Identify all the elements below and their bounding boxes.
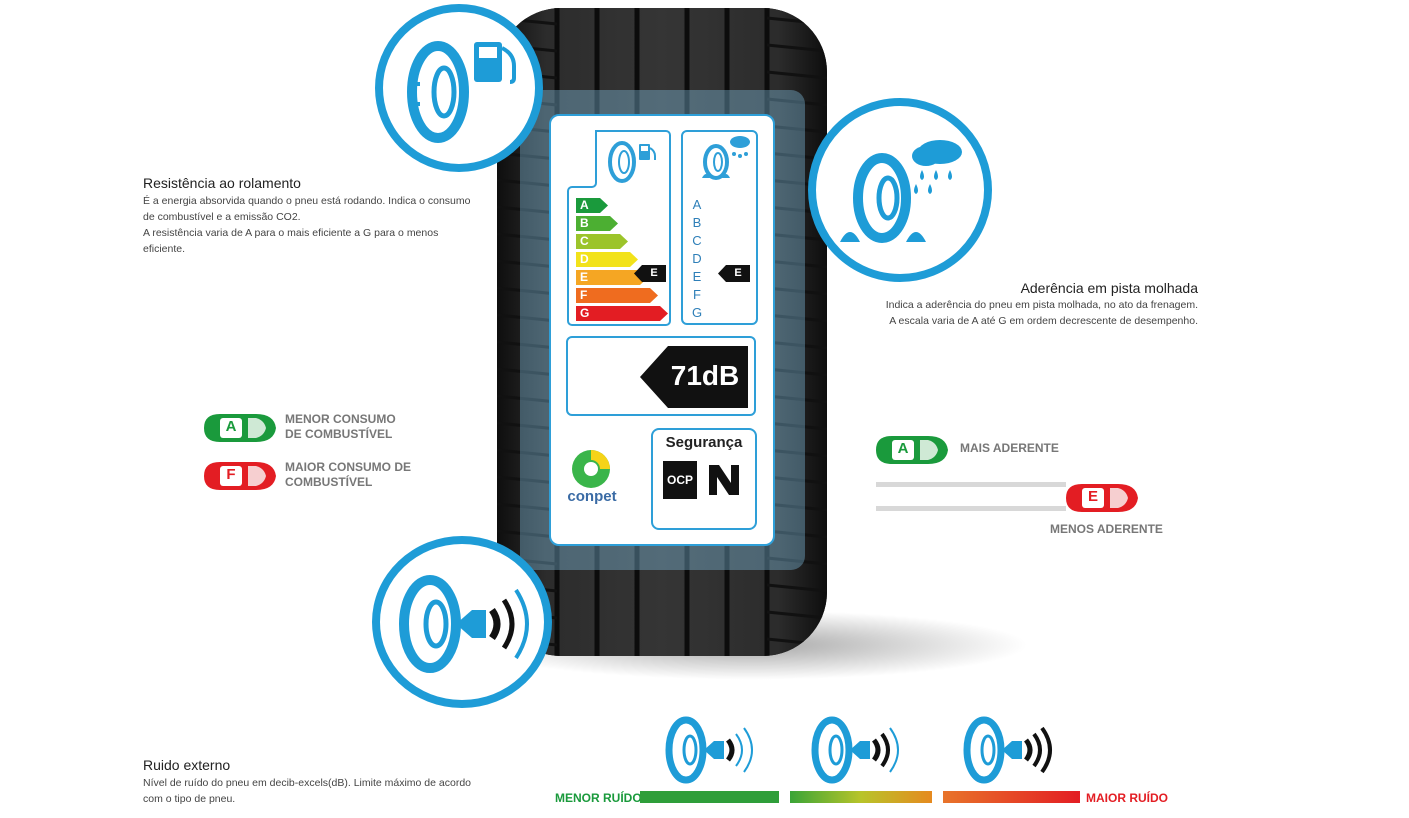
green-car-icon bbox=[204, 414, 276, 442]
fuel-legend-best-line-2: DE COMBUSTÍVEL bbox=[285, 427, 393, 441]
wet-panel-frame bbox=[681, 130, 758, 325]
noise-level-3-icon bbox=[963, 716, 1052, 784]
noise-tire-sound-icon bbox=[399, 575, 529, 673]
grip-track-line-bottom bbox=[876, 506, 1066, 511]
fuel-legend-worst-line-2: COMBUSTÍVEL bbox=[285, 475, 373, 489]
noise-bar-low bbox=[640, 791, 779, 803]
fuel-class-marker bbox=[634, 265, 666, 282]
noise-title: Ruido externo bbox=[143, 757, 231, 773]
wet-title: Aderência em pista molhada bbox=[1020, 280, 1198, 296]
fuel-grade-bar bbox=[576, 306, 668, 321]
fuel-grade-bar bbox=[576, 198, 608, 213]
grip-legend-worst: MENOS ADERENTE bbox=[1050, 522, 1163, 536]
noise-bar-high bbox=[943, 791, 1080, 803]
wet-grade-a: A bbox=[692, 197, 702, 212]
fuel-legend-worst-line-1: MAIOR CONSUMO DE bbox=[285, 460, 411, 474]
fuel-grade-bar bbox=[576, 216, 618, 231]
red-car-letter: F bbox=[226, 466, 236, 483]
wet-grade-c: C bbox=[692, 233, 702, 248]
noise-marker bbox=[640, 346, 748, 408]
seguranca-box bbox=[651, 428, 757, 530]
wet-line-1: Indica a aderência do pneu em pista molh… bbox=[885, 299, 1198, 311]
rolling-line-4: eficiente. bbox=[143, 243, 186, 255]
fuel-panel-frame bbox=[567, 130, 671, 326]
green-car-letter: A bbox=[225, 418, 237, 435]
fuel-legend-best: MENOR CONSUMO DE COMBUSTÍVEL bbox=[285, 412, 396, 442]
wet-class-value: E bbox=[734, 267, 742, 279]
fuel-grade-letter: A bbox=[580, 198, 589, 212]
fuel-legend-best-line-1: MENOR CONSUMO bbox=[285, 412, 396, 426]
rolling-title: Resistência ao rolamento bbox=[143, 175, 301, 191]
fuel-tire-pump-icon bbox=[608, 141, 656, 183]
fuel-legend-worst: MAIOR CONSUMO DE COMBUSTÍVEL bbox=[285, 460, 411, 490]
noise-level-1-icon bbox=[665, 716, 753, 784]
wet-grade-f: F bbox=[693, 287, 701, 302]
wet-grade-d: D bbox=[692, 251, 702, 266]
grip-green-car-letter: A bbox=[897, 440, 909, 457]
rolling-line-1: É a energia absorvida quando o pneu está… bbox=[143, 195, 471, 207]
fuel-grade-letter: B bbox=[580, 216, 589, 230]
fuel-grade-bar bbox=[576, 288, 658, 303]
grip-track-line-top bbox=[876, 482, 1066, 487]
grip-red-car-icon bbox=[1066, 484, 1138, 512]
noise-low-label: MENOR RUÍDO bbox=[555, 791, 642, 805]
noise-line-2: com o tipo de pneu. bbox=[143, 793, 236, 805]
noise-high-label: MAIOR RUÍDO bbox=[1086, 791, 1168, 805]
grip-red-car-letter: E bbox=[1087, 488, 1098, 505]
fuel-grade-letter: C bbox=[580, 234, 589, 248]
ocp-logo: OCP bbox=[663, 461, 697, 499]
fuel-grade-letter: D bbox=[580, 252, 589, 266]
wet-description: Indica a aderência do pneu em pista molh… bbox=[840, 297, 1198, 329]
wet-line-2: A escala varia de A até G em ordem decre… bbox=[889, 315, 1198, 327]
seguranca-title: Segurança bbox=[665, 434, 743, 451]
fuel-grade-letter: G bbox=[580, 306, 590, 320]
fuel-grade-bar bbox=[576, 270, 648, 285]
fuel-class-value: E bbox=[650, 267, 658, 279]
red-car-icon bbox=[204, 462, 276, 490]
rolling-description: É a energia absorvida quando o pneu está… bbox=[143, 193, 503, 257]
fuel-grade-letter: F bbox=[580, 288, 588, 302]
fuel-grade-bar bbox=[576, 252, 638, 267]
rolling-line-3: A resistência varia de A para o mais efi… bbox=[143, 227, 439, 239]
noise-level-2-icon bbox=[811, 716, 899, 784]
conpet-text: conpet bbox=[567, 488, 617, 505]
wet-class-marker bbox=[718, 265, 750, 282]
wet-grip-icon bbox=[840, 140, 962, 243]
wet-tire-rain-icon bbox=[702, 136, 750, 180]
noise-line-1: Nível de ruído do pneu em decib-excels(d… bbox=[143, 777, 471, 789]
noise-description: Nível de ruído do pneu em decib-excels(d… bbox=[143, 775, 513, 807]
noise-panel-frame bbox=[566, 336, 756, 416]
grip-green-car-icon bbox=[876, 436, 948, 464]
noise-bar-mid bbox=[790, 791, 932, 803]
fuel-grade-letter: E bbox=[580, 270, 589, 284]
fuel-efficiency-icon bbox=[407, 41, 516, 143]
wet-grade-b: B bbox=[692, 215, 702, 230]
fuel-grade-bar bbox=[576, 234, 628, 249]
inmetro-logo-icon bbox=[705, 461, 743, 499]
noise-value: 71dB bbox=[670, 360, 740, 391]
rolling-line-2: de combustível e a emissão CO2. bbox=[143, 211, 301, 223]
wet-grip-circle bbox=[808, 98, 992, 282]
grip-legend-best: MAIS ADERENTE bbox=[960, 441, 1059, 455]
wet-grade-e: E bbox=[692, 269, 702, 284]
wet-grade-g: G bbox=[691, 305, 703, 320]
conpet-logo-icon bbox=[572, 450, 610, 488]
